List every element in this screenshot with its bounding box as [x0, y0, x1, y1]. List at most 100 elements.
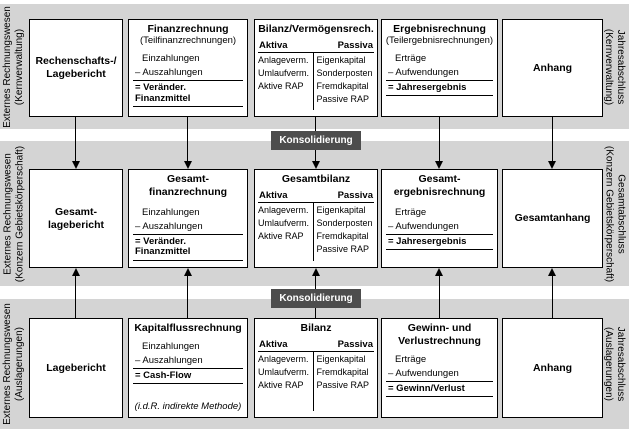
calc-block: Einzahlungen – Auszahlungen = Cash-Flow [133, 341, 243, 385]
calc-plus: Einzahlungen [142, 341, 200, 353]
box-subtitle: (Teilfinanzrechnungen) [139, 34, 237, 46]
passiva-header: Passiva [337, 338, 373, 350]
aktiva-header: Aktiva [259, 189, 288, 201]
box-ergebnisrechnung: Ergebnisrechnung (Teilergebnisrechnungen… [381, 19, 498, 117]
aktiva-item: Anlageverm. [258, 54, 309, 65]
right-label-main: Gesamtabschluss [615, 173, 627, 254]
box-anhang-auslagerungen: Anhang [502, 318, 603, 418]
calc-minus: – Auszahlungen [133, 220, 243, 236]
box-kapitalflussrechnung: Kapitalflussrechnung Einzahlungen – Ausz… [128, 318, 248, 418]
aktiva-item: Umlaufverm. [258, 217, 310, 228]
aktiva-item: Umlaufverm. [258, 67, 310, 78]
left-label-main: Externes Rechnungswesen [1, 5, 13, 128]
calc-equals: = Jahresergebnis [386, 81, 493, 97]
box-gesamtfinanzrechnung: Gesamt-finanzrechnung Einzahlungen – Aus… [128, 169, 248, 268]
konsolidierung-badge-bottom: Konsolidierung [271, 289, 361, 308]
aktiva-item: Aktive RAP [258, 230, 304, 241]
arrow-up-line-col2 [187, 275, 189, 318]
konsolidierung-badge-top: Konsolidierung [271, 131, 361, 150]
balance-columns: Anlageverm. Umlaufverm. Aktive RAP Eigen… [258, 202, 374, 261]
box-bilanz-vermoegensrechnung: Bilanz/Vermögensrech. Aktiva Passiva Anl… [254, 19, 378, 117]
arrow-down-head-col5 [548, 161, 556, 169]
arrow-down-head-col3 [311, 161, 320, 169]
left-label-sub: (Kernverwaltung) [14, 28, 25, 105]
passiva-item: Sonderposten [316, 67, 373, 78]
calc-block: Erträge – Aufwendungen = Jahresergebnis [386, 206, 493, 250]
arrow-up-head-col2 [183, 268, 192, 276]
left-label-kernverwaltung: Externes Rechnungswesen (Kernverwaltung) [1, 5, 27, 129]
aktiva-column: Anlageverm. Umlaufverm. Aktive RAP [258, 203, 313, 261]
right-label-main: Jahresabschluss [615, 326, 627, 402]
calc-minus: – Aufwendungen [386, 367, 493, 383]
calc-equals: = Cash-Flow [133, 369, 243, 385]
left-label-sub: (Konzern Gebietskörperschaft) [14, 145, 25, 282]
aktiva-column: Anlageverm. Umlaufverm. Aktive RAP [258, 352, 313, 411]
box-title: Gesamt-finanzrechnung [148, 173, 228, 198]
arrow-up-head-col3 [311, 268, 320, 276]
left-label-sub: (Auslagerungen) [14, 327, 25, 401]
box-gesamtanhang: Gesamtanhang [502, 169, 603, 268]
arrow-down-line-col4 [438, 117, 440, 161]
aktiva-item: Aktive RAP [258, 379, 304, 390]
calc-minus: – Aufwendungen [386, 220, 493, 236]
calc-plus: Einzahlungen [142, 206, 200, 218]
calc-block: Einzahlungen – Auszahlungen = Veränder. … [133, 53, 243, 108]
aktiva-header: Aktiva [259, 39, 288, 51]
box-subtitle: (Teilergebnisrechnungen) [385, 34, 494, 46]
box-bilanz: Bilanz Aktiva Passiva Anlageverm. Umlauf… [254, 318, 378, 418]
box-title: Anhang [532, 361, 573, 374]
arrow-up-line-col4 [438, 275, 440, 318]
box-lagebericht: Lagebericht [29, 318, 123, 418]
calc-plus: Erträge [395, 206, 427, 218]
aktiva-item: Anlageverm. [258, 353, 309, 364]
right-label-main: Jahresabschluss [615, 29, 627, 104]
arrow-up-line-col1 [75, 275, 77, 318]
calc-equals: = Jahresergebnis [386, 235, 493, 250]
box-title: Gesamtanhang [514, 212, 591, 225]
box-title: Kapitalflussrechnung [134, 322, 242, 334]
aktiva-item: Aktive RAP [258, 80, 304, 91]
left-label-main: Externes Rechnungswesen [1, 152, 13, 275]
aktiva-column: Anlageverm. Umlaufverm. Aktive RAP [258, 53, 313, 110]
box-title: Gesamt-ergebnisrechnung [393, 173, 486, 198]
right-label-jahresabschluss-kern: Jahresabschluss (Kernverwaltung) [601, 5, 627, 129]
balance-header: Aktiva Passiva [258, 339, 374, 352]
right-label-sub: (Konzern Gebietskörperschaft) [603, 145, 614, 282]
box-gesamtbilanz: Gesamtbilanz Aktiva Passiva Anlageverm. … [254, 169, 378, 268]
box-title: Bilanz/Vermögensrech. [258, 23, 374, 35]
calc-plus: Erträge [395, 53, 427, 65]
calc-block: Einzahlungen – Auszahlungen = Veränder. … [133, 206, 243, 261]
aktiva-item: Umlaufverm. [258, 366, 310, 377]
arrow-up-head-col1 [71, 268, 80, 276]
aktiva-header: Aktiva [259, 338, 288, 350]
calc-block: Erträge – Aufwendungen = Gewinn/Verlust [386, 353, 493, 397]
box-title: Rechenschafts-/ Lagebericht [35, 55, 117, 80]
passiva-item: Fremdkapital [316, 80, 369, 91]
passiva-item: Fremdkapital [316, 230, 369, 241]
arrow-up-line-col5 [551, 275, 553, 318]
arrow-down-head-col2 [183, 161, 192, 169]
left-label-main: Externes Rechnungswesen [1, 303, 13, 425]
balance-columns: Anlageverm. Umlaufverm. Aktive RAP Eigen… [258, 52, 374, 110]
right-label-sub: (Auslagerungen) [603, 327, 614, 401]
passiva-item: Eigenkapital [316, 353, 366, 364]
arrow-down-line-col1 [75, 117, 77, 161]
right-label-jahresabschluss-auslagerungen: Jahresabschluss (Auslagerungen) [601, 299, 627, 429]
box-title: Lagebericht [46, 361, 106, 374]
passiva-column: Eigenkapital Sonderposten Fremdkapital P… [312, 52, 374, 110]
balance-header: Aktiva Passiva [258, 40, 374, 53]
box-title: Finanzrechnung [147, 23, 229, 35]
calc-block: Erträge – Aufwendungen = Jahresergebnis [386, 53, 493, 97]
arrow-down-head-col4 [435, 161, 443, 169]
box-title: Ergebnisrechnung [393, 23, 486, 35]
box-title: Bilanz [300, 322, 332, 334]
arrow-up-head-col4 [435, 268, 443, 276]
arrow-down-head-col1 [71, 161, 80, 169]
passiva-item: Fremdkapital [316, 366, 369, 377]
balance-columns: Anlageverm. Umlaufverm. Aktive RAP Eigen… [258, 351, 374, 411]
calc-equals: = Gewinn/Verlust [386, 382, 493, 397]
box-rechenschafts-lagebericht: Rechenschafts-/ Lagebericht [29, 19, 123, 117]
passiva-column: Eigenkapital Sonderposten Fremdkapital P… [312, 202, 374, 261]
calc-minus: – Auszahlungen [133, 66, 243, 82]
passiva-header: Passiva [337, 39, 373, 51]
